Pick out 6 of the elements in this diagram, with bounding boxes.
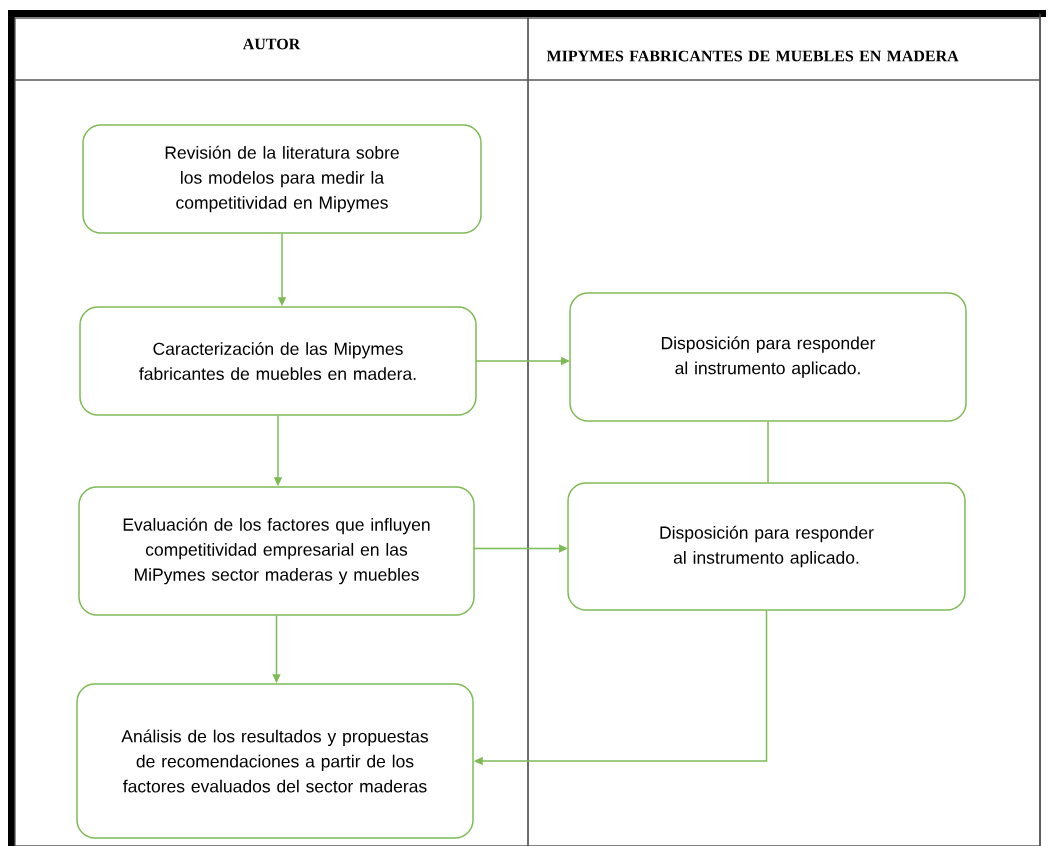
process-box: Disposición para responder al instrumento aplicado. [569, 292, 967, 422]
process-box: Caracterización de las Mipymes fabricantes de muebles en madera. [79, 306, 477, 416]
process-box: Revisión de la literatura sobre los modelos para medir la competitividad en Mipymes [82, 124, 482, 234]
process-box: Disposición para responder al instrumento aplicado. [567, 482, 966, 611]
process-box: Análisis de los resultados y propuestas de recomendaciones a partir de los factores evaluados del sector maderas [76, 683, 474, 839]
process-box: Evaluación de los factores que influyen competitividad empresarial en las MiPymes sector maderas y muebles [78, 486, 475, 616]
